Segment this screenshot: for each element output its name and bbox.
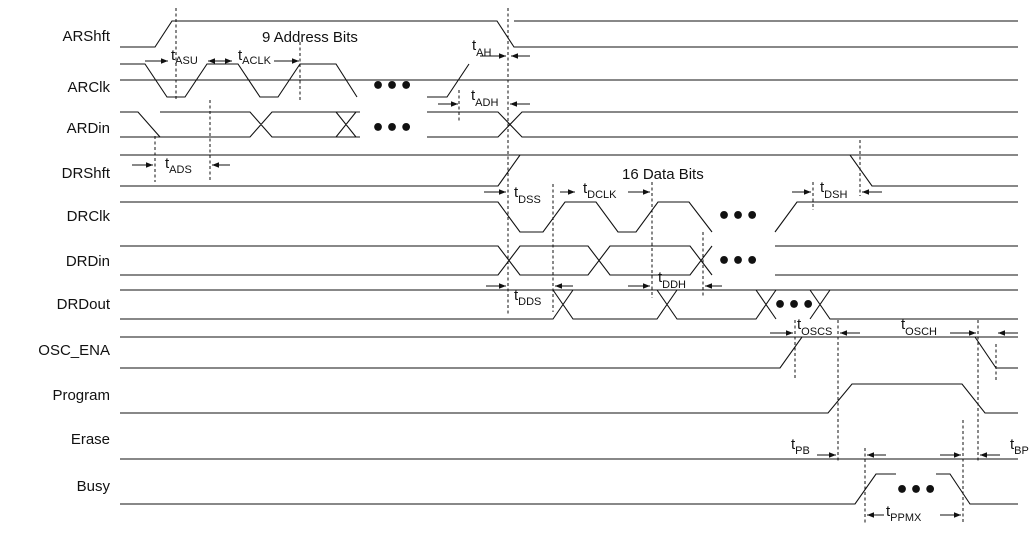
arclk-waveform [120, 63, 1018, 98]
ellipsis-arclk: ••• [371, 74, 413, 99]
ellipsis-drdout: ••• [773, 293, 815, 318]
tp-label-dss: tDSS [514, 184, 541, 206]
drclk-waveform [120, 201, 1018, 233]
tp-label-bp: tBP [1010, 436, 1029, 457]
drdin-waveform [120, 245, 1018, 276]
tp-label-ppmx: tPPMX [886, 503, 922, 524]
tp-label-dds: tDDS [514, 287, 541, 308]
timing-labels: tASU tACLK tAH tADH tADS tDSS tDCLK tDSH… [165, 37, 1029, 524]
osc-ena-waveform [120, 336, 1018, 369]
arshft-waveform [120, 20, 1018, 48]
signal-label-arclk: ARClk [67, 79, 110, 96]
signal-label-busy: Busy [77, 478, 111, 495]
ellipses: ••• ••• ••• ••• ••• ••• [371, 74, 937, 503]
signal-label-drclk: DRClk [67, 208, 111, 225]
signal-label-drshft: DRShft [62, 165, 111, 182]
drdout-waveform [120, 289, 1018, 320]
tp-label-ah: tAH [472, 37, 492, 59]
signal-labels: ARShft ARClk ARDin DRShft DRClk DRDin DR… [38, 28, 111, 495]
tp-label-oscs: tOSCS [797, 316, 832, 338]
tp-label-asu: tASU [171, 47, 198, 67]
tp-label-dclk: tDCLK [583, 180, 617, 201]
tp-label-dsh: tDSH [820, 179, 847, 201]
signal-label-osc-ena: OSC_ENA [38, 342, 110, 359]
note-data-bits: 16 Data Bits [622, 166, 704, 183]
note-address-bits: 9 Address Bits [262, 29, 358, 46]
signal-label-drdin: DRDin [66, 253, 110, 270]
signal-label-program: Program [52, 387, 110, 404]
waveforms [120, 20, 1018, 505]
tp-label-ads: tADS [165, 155, 192, 176]
ellipsis-ardin: ••• [371, 116, 413, 141]
ardin-waveform [120, 111, 1018, 138]
tp-label-aclk: tACLK [238, 47, 272, 67]
dimension-arrows [132, 53, 1018, 518]
program-waveform [120, 383, 1018, 414]
ellipsis-busy: ••• [895, 478, 937, 503]
drshft-waveform [120, 154, 1018, 187]
tp-label-osch: tOSCH [901, 316, 937, 338]
ellipsis-drclk: ••• [717, 204, 759, 229]
signal-label-drdout: DRDout [57, 296, 111, 313]
tp-label-pb: tPB [791, 436, 810, 457]
tp-label-ddh: tDDH [658, 269, 686, 291]
ellipsis-drdin: ••• [717, 249, 759, 274]
tp-label-adh: tADH [471, 87, 498, 109]
signal-label-ardin: ARDin [67, 120, 110, 137]
signal-label-arshft: ARShft [62, 28, 110, 45]
reference-lines [154, 8, 997, 524]
busy-waveform [120, 473, 1018, 505]
signal-label-erase: Erase [71, 431, 110, 448]
